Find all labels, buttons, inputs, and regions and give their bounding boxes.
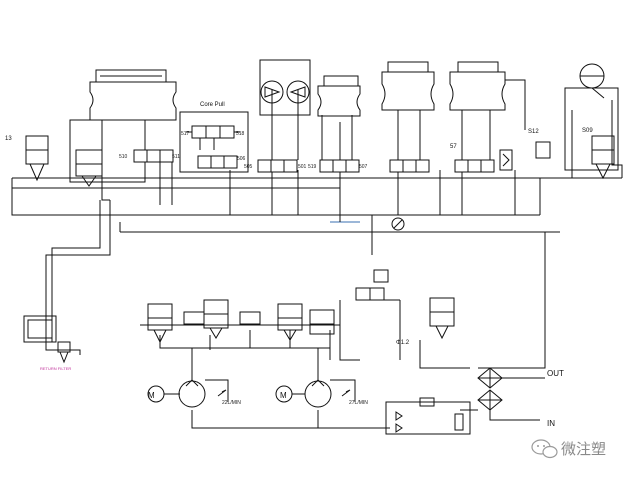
label-out: OUT [547, 369, 564, 378]
label-507: 507 [359, 164, 368, 170]
label-501: 501 [298, 164, 307, 170]
accumulator-tag: RETURN FILTER [40, 366, 71, 371]
label-519: 519 [308, 164, 317, 170]
pipe-network [11, 90, 623, 429]
cylinder-actuator-mid-right [381, 61, 435, 111]
label-core-pull: Core Pull [200, 102, 225, 108]
valve-bank-top [133, 111, 615, 180]
wechat-logo-icon [531, 439, 558, 459]
accumulator-block: RETURN FILTER [23, 315, 71, 371]
label-506: 506 [237, 156, 246, 162]
label-diameter: Φ1.2 [396, 340, 410, 346]
tank-and-cooler [385, 367, 503, 435]
cylinder-actuator-right [449, 61, 526, 130]
label-flow-1: 22L/MIN [222, 400, 241, 406]
label-in: IN [547, 419, 555, 428]
label-flow-2: 27L/MIN [349, 400, 368, 406]
cylinder-actuator-mid [317, 75, 361, 117]
pump-group-1 [147, 379, 227, 408]
watermark: 微注塑 [531, 439, 606, 459]
label-517: 517 [181, 131, 190, 137]
label-motor-1: M [148, 391, 155, 400]
label-13: 13 [5, 136, 12, 142]
label-518: 518 [236, 131, 245, 137]
pressure-gauge-icon [391, 217, 405, 231]
hydraulic-motor-pair [259, 59, 311, 116]
relief-valve-left [25, 135, 103, 187]
schematic-labels: 13 Core Pull 57 517 518 510 511 505 506 … [5, 102, 593, 428]
label-motor-2: M [280, 391, 287, 400]
rotary-motor-actuator [564, 63, 619, 171]
label-s09: S09 [582, 128, 593, 134]
cylinder-actuator-left [69, 69, 177, 183]
label-505: 505 [244, 164, 253, 170]
label-57: 57 [450, 144, 457, 150]
label-511: 511 [172, 154, 180, 160]
pump-group-2 [275, 379, 351, 408]
pressure-valve-row [147, 269, 455, 344]
label-s12: S12 [528, 129, 539, 135]
watermark-text: 微注塑 [561, 440, 606, 458]
label-510: 510 [119, 154, 128, 160]
